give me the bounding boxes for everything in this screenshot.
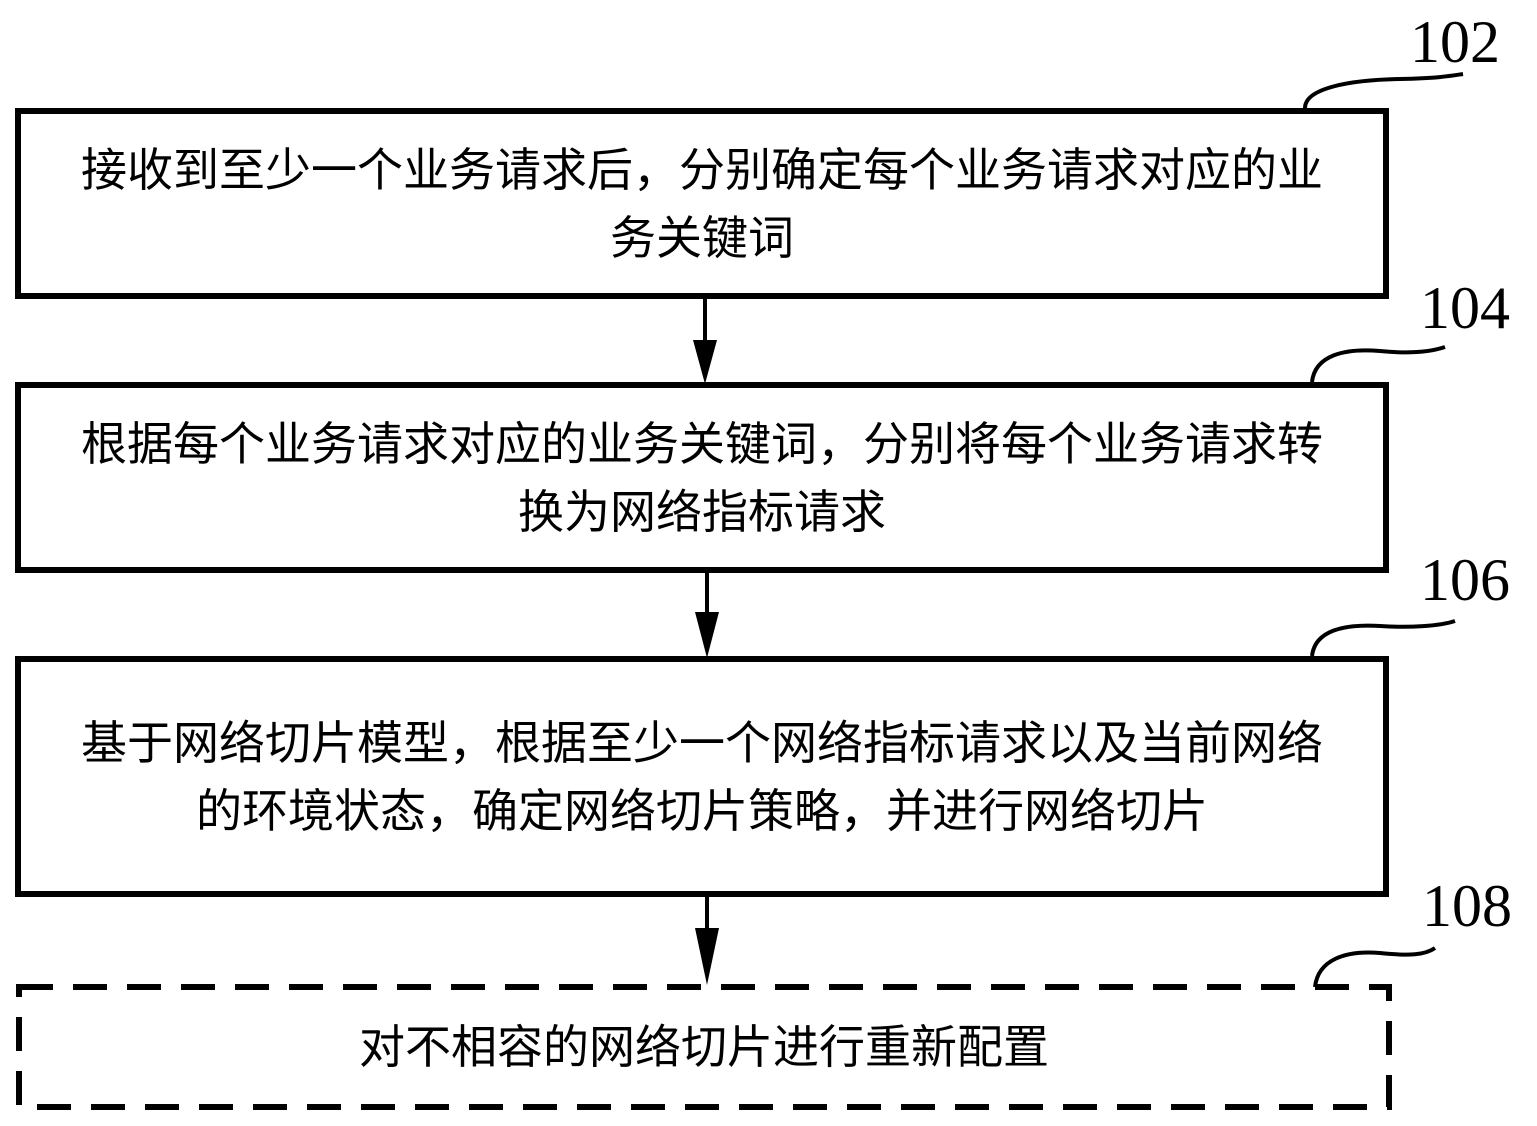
leader-108 [1313, 946, 1437, 988]
dashed-box-outline [16, 984, 1392, 1110]
leader-102 [1303, 72, 1464, 109]
step-104-text: 根据每个业务请求对应的业务关键词，分别将每个业务请求转换为网络指标请求 [81, 416, 1323, 539]
arrow-102-104 [693, 298, 717, 384]
step-106-box: 基于网络切片模型，根据至少一个网络指标请求以及当前网络的环境状态，确定网络切片策… [15, 656, 1389, 897]
step-102-text: 接收到至少一个业务请求后，分别确定每个业务请求对应的业务关键词 [81, 142, 1323, 265]
arrow-104-106 [695, 572, 719, 658]
step-108-box: 对不相容的网络切片进行重新配置 [19, 987, 1389, 1107]
leader-106 [1310, 619, 1456, 657]
ref-label-108: 108 [1422, 873, 1512, 939]
ref-label-104: 104 [1420, 275, 1510, 341]
step-102-box: 接收到至少一个业务请求后，分别确定每个业务请求对应的业务关键词 [15, 108, 1389, 299]
ref-label-106: 106 [1420, 547, 1510, 613]
leader-104 [1310, 345, 1446, 383]
step-106-text: 基于网络切片模型，根据至少一个网络指标请求以及当前网络的环境状态，确定网络切片策… [81, 715, 1323, 838]
step-104-box: 根据每个业务请求对应的业务关键词，分别将每个业务请求转换为网络指标请求 [15, 382, 1389, 573]
ref-label-102: 102 [1410, 9, 1500, 75]
step-108-text: 对不相容的网络切片进行重新配置 [359, 1020, 1049, 1074]
arrow-106-108 [695, 896, 719, 985]
